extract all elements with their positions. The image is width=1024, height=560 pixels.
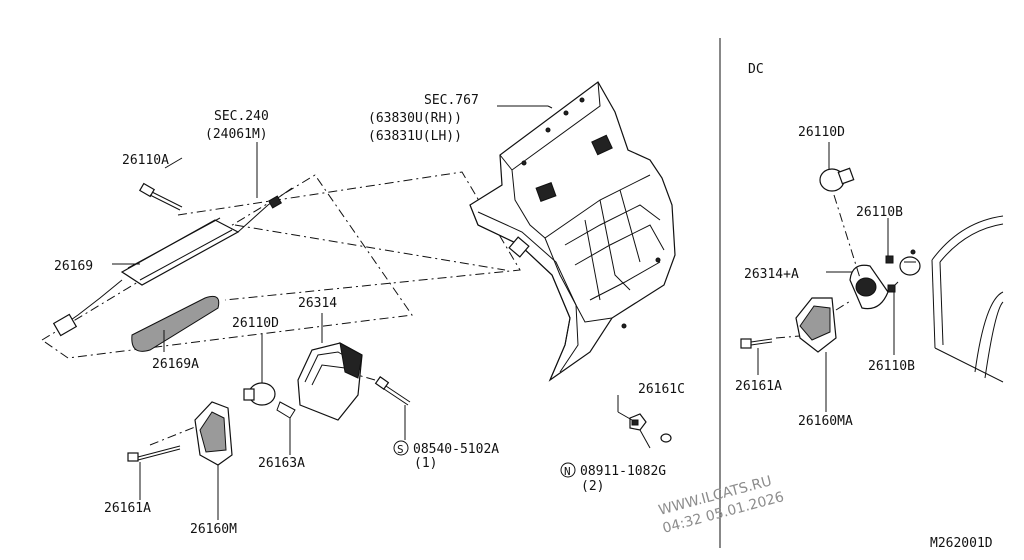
label-26110d-right: 26110D — [798, 125, 845, 140]
harness-lamp-assembly — [52, 187, 293, 337]
label-26163a: 26163A — [258, 456, 305, 471]
leader-lines-dc — [757, 142, 895, 412]
symbol-s-letter: S — [397, 443, 404, 456]
label-26161a-left: 26161A — [104, 501, 151, 516]
label-26169: 26169 — [54, 259, 93, 274]
bulb-26110d-right — [819, 167, 855, 192]
label-26160m: 26160M — [190, 522, 237, 537]
dc-fender-outline — [931, 215, 1004, 383]
label-26161c: 26161C — [638, 382, 685, 397]
lamp-body-26160ma — [795, 297, 837, 353]
label-26314: 26314 — [298, 296, 337, 311]
bulb-26110d-left — [243, 382, 276, 406]
assembly-outline-left — [41, 174, 413, 359]
assembly-line-lamp — [149, 424, 201, 446]
label-24061m: (24061M) — [205, 127, 268, 142]
label-63830u: (63830U(RH)) — [368, 111, 462, 126]
symbol-n: N — [560, 462, 576, 478]
mud-guard-clip — [508, 236, 530, 258]
mud-guard-bracket-1 — [535, 182, 557, 202]
nut-08911 — [629, 413, 647, 431]
label-63831u: (63831U(LH)) — [368, 129, 462, 144]
screw-26110b-lower — [887, 284, 896, 293]
label-dc: DC — [748, 62, 764, 77]
screw-26161a-right — [740, 338, 773, 349]
assembly-line-screw-left — [339, 369, 376, 381]
label-26110d-left: 26110D — [232, 316, 279, 331]
label-08911-qty: (2) — [581, 479, 604, 494]
screw-26161a-left — [127, 445, 181, 462]
assembly-line-harness — [234, 224, 506, 271]
lamp-housing-26314 — [297, 342, 363, 421]
label-08540-code: 08540-5102A — [413, 442, 499, 457]
label-sec767: SEC.767 — [424, 93, 479, 108]
symbol-s: S — [393, 440, 409, 456]
label-sec240: SEC.240 — [214, 109, 269, 124]
mud-guard-bracket-2 — [591, 134, 613, 156]
lamp-housing-26314a — [849, 264, 899, 310]
label-08540-qty: (1) — [414, 456, 437, 471]
label-26314a: 26314+A — [744, 267, 799, 282]
label-26110b-lower: 26110B — [868, 359, 915, 374]
label-26110a: 26110A — [122, 153, 169, 168]
label-26110b-upper: 26110B — [856, 205, 903, 220]
label-26160ma: 26160MA — [798, 414, 853, 429]
screw-26110b-upper — [885, 255, 894, 264]
side-marker-lens — [131, 295, 220, 352]
diagram-id: M262001D — [930, 536, 993, 551]
lamp-body-26160m — [194, 401, 233, 466]
mud-guard — [469, 81, 676, 382]
bulb-socket-dc — [899, 249, 921, 276]
washer-26161c — [660, 433, 672, 443]
label-26169a: 26169A — [152, 357, 199, 372]
leader-lines-main — [112, 105, 651, 520]
symbol-n-letter: N — [564, 465, 571, 478]
socket-26163a — [276, 401, 296, 419]
label-26161a-right: 26161A — [735, 379, 782, 394]
screw-08540 — [374, 376, 411, 406]
screw-26110a — [138, 182, 183, 211]
label-08911-code: 08911-1082G — [580, 464, 666, 479]
dc-dashed-lines — [775, 194, 861, 339]
